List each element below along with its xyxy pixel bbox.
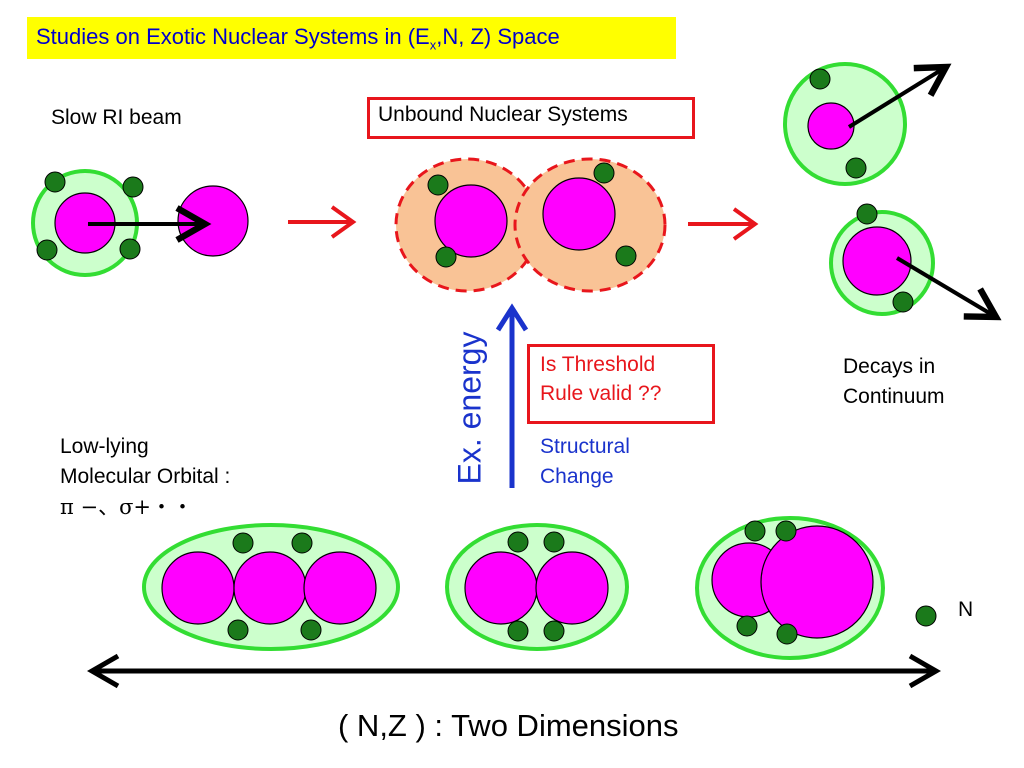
structural-change-label: Structural Change <box>540 432 630 492</box>
nz-axis-label: ( N,Z ) : Two Dimensions <box>338 708 679 743</box>
decay-fragment-upper <box>783 62 907 186</box>
halo-nucleus-beam <box>31 169 144 277</box>
structural-line-1: Structural <box>540 435 630 458</box>
ex-energy-label: Ex. energy <box>451 331 488 485</box>
nz-double-arrow <box>86 653 942 689</box>
threshold-line-2: Rule valid ?? <box>540 382 662 405</box>
decay-arrow-upper <box>847 63 952 129</box>
title-banner <box>27 17 676 59</box>
target-nucleus <box>177 185 249 257</box>
lowlying-line-2: Molecular Orbital : <box>60 465 231 488</box>
threshold-box <box>527 344 715 424</box>
threshold-question: Is Threshold Rule valid ?? <box>540 350 661 408</box>
molecular-orbital-label: Low-lying Molecular Orbital : π −、σ+・・ <box>60 432 230 522</box>
threshold-line-1: Is Threshold <box>540 353 656 376</box>
molecule-asymmetric <box>695 516 885 660</box>
red-arrow-left <box>288 205 357 239</box>
title-main: Studies on Exotic Nuclear Systems in (E <box>36 24 430 49</box>
molecule-three-core <box>142 523 400 651</box>
lowlying-line-1: Low-lying <box>60 435 149 458</box>
red-arrow-right <box>688 207 759 241</box>
unbound-label: Unbound Nuclear Systems <box>378 103 628 126</box>
decay-fragment-lower <box>829 203 935 316</box>
unbound-nuclear-system <box>394 157 667 293</box>
slow-ri-beam-label: Slow RI beam <box>51 106 182 129</box>
neutron-legend-dot <box>915 605 937 627</box>
title-subscript: x <box>429 37 437 53</box>
title-rest: ,N, Z) Space <box>436 24 560 49</box>
lowlying-line-3: π −、σ+・・ <box>60 495 194 519</box>
neutron-legend-label: N <box>958 598 974 621</box>
decays-line-2: Continuum <box>843 385 945 408</box>
unbound-label-box <box>367 97 695 139</box>
excitation-energy-arrow <box>495 303 529 488</box>
slide-title: Studies on Exotic Nuclear Systems in (Ex… <box>36 24 560 52</box>
decays-label: Decays in Continuum <box>843 352 945 412</box>
structural-line-2: Change <box>540 465 614 488</box>
decay-arrow-lower <box>895 256 1002 321</box>
decays-line-1: Decays in <box>843 355 936 378</box>
molecule-two-core <box>445 523 629 651</box>
